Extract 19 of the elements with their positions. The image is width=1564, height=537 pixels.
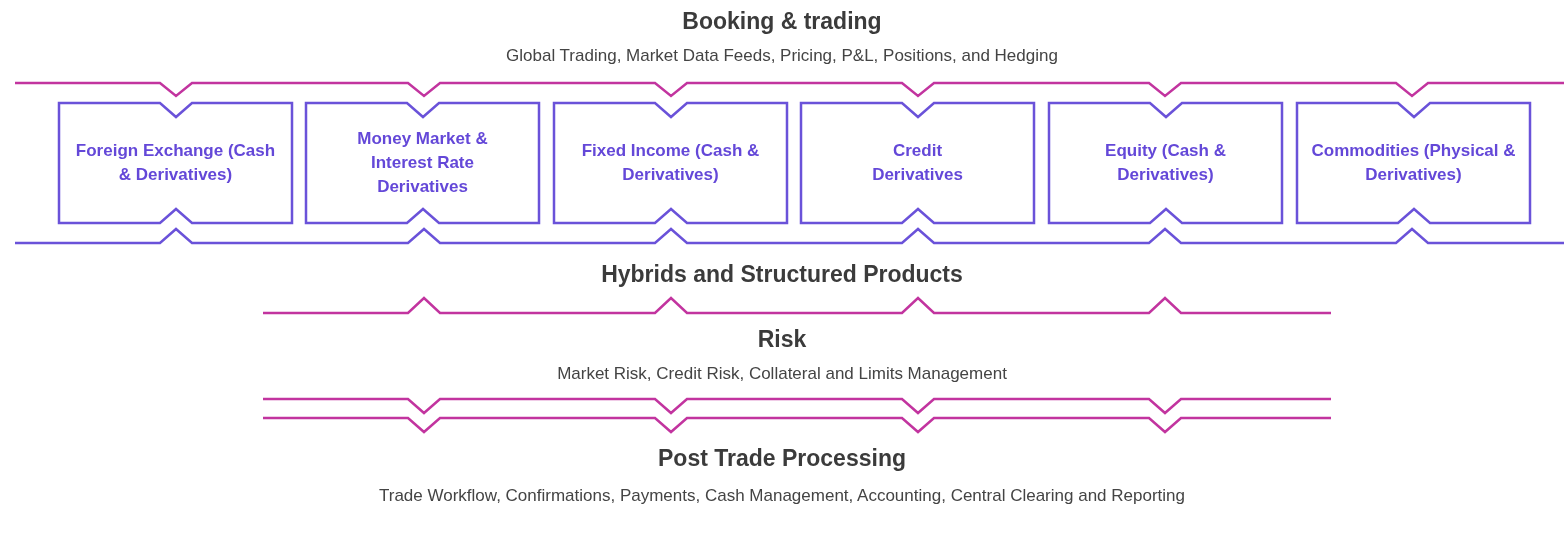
product-box xyxy=(1296,102,1531,224)
layer-heading: Booking & trading xyxy=(682,8,882,36)
product-label: Commodities (Physical & Derivatives) xyxy=(1310,140,1517,186)
product-box xyxy=(1048,102,1283,224)
product-label: Credit Derivatives xyxy=(871,140,964,186)
layer-heading: Hybrids and Structured Products xyxy=(601,261,963,289)
product-box xyxy=(553,102,788,224)
product-box xyxy=(305,102,540,224)
product-box xyxy=(800,102,1035,224)
product-label: Money Market & Interest Rate Derivatives xyxy=(356,128,489,198)
layer-heading: Post Trade Processing xyxy=(658,445,906,473)
product-label: Fixed Income (Cash & Derivatives) xyxy=(580,140,761,186)
layer-description: Market Risk, Credit Risk, Collateral and Limits Management xyxy=(557,364,1007,385)
layer-heading: Risk xyxy=(757,326,807,354)
product-label: Equity (Cash & Derivatives) xyxy=(1104,140,1227,186)
product-box xyxy=(58,102,293,224)
product-label: Foreign Exchange (Cash & Derivatives) xyxy=(75,140,276,186)
layer-description: Global Trading, Market Data Feeds, Pricing, P&L, Positions, and Hedging xyxy=(506,46,1058,67)
layer-description: Trade Workflow, Confirmations, Payments, Cash Management, Accounting, Central Clearing and Reporting xyxy=(379,486,1185,507)
